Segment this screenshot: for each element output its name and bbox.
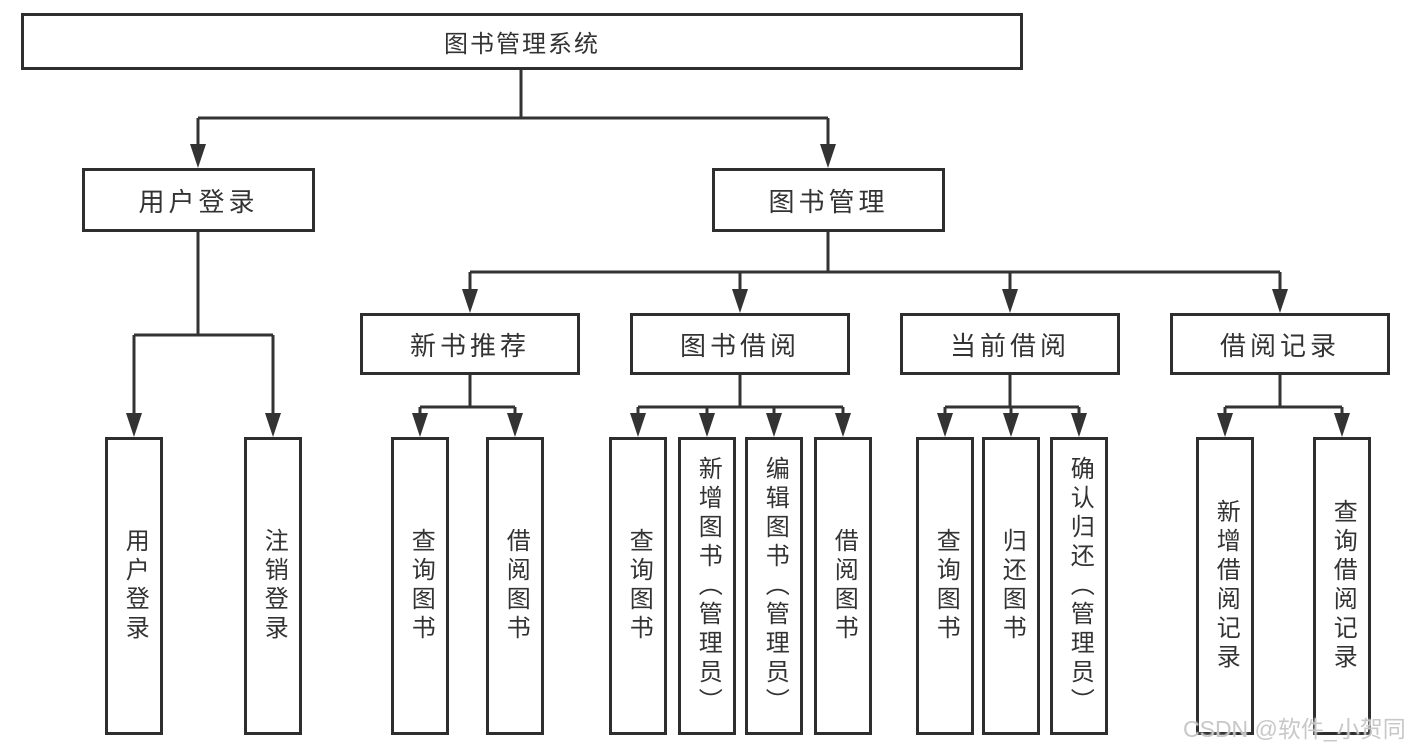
leaf-user-login: 用户登录 — [105, 437, 163, 735]
node-book-mgmt: 图书管理 — [712, 168, 945, 232]
csdn-watermark: CSDN @软件_小贺同学 — [1183, 716, 1405, 742]
leaf-return-book: 归还图书 — [982, 437, 1040, 735]
node-current-borrow: 当前借阅 — [900, 313, 1120, 375]
connector-level3-to-leaves — [418, 375, 1344, 416]
leaf-borrow-query-label: 查询图书 — [625, 528, 653, 644]
leaf-borrow-book-label: 借阅图书 — [830, 528, 858, 644]
leaf-return-book-label: 归还图书 — [998, 528, 1026, 644]
node-borrow-records: 借阅记录 — [1170, 313, 1390, 375]
connector-mgmt-to-level3 — [468, 232, 1282, 292]
leaf-newbooks-query-label: 查询图书 — [407, 528, 435, 644]
leaf-add-borrow-record-label: 新增借阅记录 — [1212, 499, 1240, 673]
node-root-label: 图书管理系统 — [444, 31, 600, 58]
leaf-borrow-edit-book-label: 编辑图书（管理员） — [761, 455, 789, 717]
node-book-mgmt-label: 图书管理 — [768, 186, 889, 217]
node-book-borrow-label: 图书借阅 — [679, 330, 800, 361]
node-user-login: 用户登录 — [82, 168, 315, 232]
node-user-login-label: 用户登录 — [138, 186, 259, 217]
leaf-current-query-label: 查询图书 — [932, 528, 960, 644]
node-root: 图书管理系统 — [21, 13, 1023, 70]
leaf-borrow-add-book: 新增图书（管理员） — [678, 437, 736, 735]
node-new-books: 新书推荐 — [360, 313, 580, 375]
leaf-user-login-label: 用户登录 — [121, 528, 149, 644]
leaf-borrow-query: 查询图书 — [609, 437, 667, 735]
connector-login-to-leaves — [132, 232, 275, 416]
leaf-logout: 注销登录 — [244, 437, 302, 735]
leaf-current-query: 查询图书 — [916, 437, 974, 735]
leaf-borrow-book: 借阅图书 — [814, 437, 872, 735]
connector-root-to-level2 — [196, 70, 830, 146]
leaf-confirm-return: 确认归还（管理员） — [1050, 437, 1108, 735]
node-borrow-records-label: 借阅记录 — [1219, 330, 1340, 361]
leaf-borrow-edit-book: 编辑图书（管理员） — [745, 437, 803, 735]
leaf-add-borrow-record: 新增借阅记录 — [1196, 437, 1254, 735]
leaf-borrow-add-book-label: 新增图书（管理员） — [694, 455, 722, 717]
node-new-books-label: 新书推荐 — [409, 330, 530, 361]
leaf-query-borrow-record-label: 查询借阅记录 — [1329, 499, 1357, 673]
leaf-logout-label: 注销登录 — [260, 528, 288, 644]
leaf-confirm-return-label: 确认归还（管理员） — [1066, 455, 1094, 717]
leaf-newbooks-query: 查询图书 — [391, 437, 449, 735]
node-book-borrow: 图书借阅 — [630, 313, 850, 375]
leaf-newbooks-borrow: 借阅图书 — [486, 437, 544, 735]
leaf-query-borrow-record: 查询借阅记录 — [1313, 437, 1371, 735]
node-current-borrow-label: 当前借阅 — [949, 330, 1070, 361]
arrowhead-icons — [126, 144, 1350, 437]
leaf-newbooks-borrow-label: 借阅图书 — [502, 528, 530, 644]
